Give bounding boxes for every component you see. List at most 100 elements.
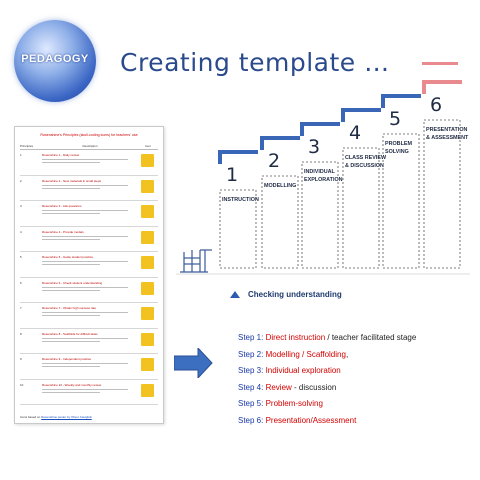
- text-line: [42, 184, 129, 186]
- step-main: Individual exploration: [265, 366, 341, 376]
- stair-label: MODELLING: [264, 183, 296, 189]
- text-line: [42, 238, 100, 240]
- text-line: [42, 159, 129, 161]
- document-footer: Icons based on Rosenshine poster by Oliv…: [20, 415, 92, 419]
- row-title: Rosenshine 2 - New materials in small st…: [42, 178, 102, 183]
- stair-tread: [422, 80, 462, 84]
- row-description: Rosenshine 1 - Daily review: [42, 150, 138, 164]
- stair-number: 2: [268, 150, 280, 172]
- text-line: [42, 213, 100, 215]
- row-number: 4: [20, 229, 22, 234]
- table-row: 3 Rosenshine 3 - Ask questions: [20, 201, 158, 227]
- row-description: Rosenshine 5 - Guide student practice: [42, 252, 138, 266]
- table-row: 5 Rosenshine 5 - Guide student practice: [20, 252, 158, 278]
- stair-riser: [300, 122, 304, 136]
- step-rest: - discussion: [291, 382, 337, 392]
- stair-tread: [260, 136, 300, 140]
- document-heading: Rosenshine's Principles (skull-coding ic…: [15, 127, 163, 137]
- text-line: [42, 388, 129, 390]
- steps-list: Step 1: Direct instruction / teacher fac…: [238, 330, 416, 430]
- row-number: 3: [20, 204, 22, 208]
- document-heading-main: Rosenshine's Principles (skull-coding ic…: [40, 133, 111, 137]
- step-rest: ,: [345, 349, 349, 359]
- stair-tread: [381, 94, 421, 98]
- principle-icon: [141, 383, 154, 397]
- row-number: 9: [20, 357, 22, 361]
- row-title: Rosenshine 3 - Ask questions: [42, 204, 82, 208]
- step-item: Step 4: Review - discussion: [238, 380, 416, 397]
- row-description: Rosenshine 7 - Obtain high success rate: [42, 303, 138, 317]
- text-line: [42, 363, 129, 365]
- row-title: Rosenshine 8 - Scaffolds for difficult t…: [42, 331, 98, 336]
- text-line: [42, 337, 129, 339]
- document-footer-prefix: Icons based on: [20, 415, 41, 419]
- stair-number: 6: [430, 94, 442, 116]
- row-number: 6: [20, 280, 22, 285]
- stair-box: [261, 175, 299, 269]
- document-heading-note: for teachers' use: [111, 133, 138, 137]
- stair-label: SOLVING: [385, 149, 409, 155]
- principle-icon: [141, 230, 154, 244]
- pedagogy-logo: PEDAGOGY: [14, 20, 96, 102]
- step-item: Step 2: Modelling / Scaffolding,: [238, 347, 416, 364]
- stair-box: [219, 189, 257, 269]
- table-row: 4 Rosenshine 4 - Provide models: [20, 227, 158, 252]
- stair-riser: [422, 80, 426, 94]
- text-line: [42, 340, 100, 342]
- scaffold-icon: [180, 249, 212, 273]
- stair-box: [382, 133, 420, 269]
- stair-label: & ASSESSMENT: [426, 135, 469, 141]
- stair-tread-top: [422, 62, 458, 65]
- document-footer-link[interactable]: Rosenshine poster by Oliver Caviglioli: [41, 415, 92, 419]
- checking-understanding: Checking understanding: [230, 290, 342, 299]
- row-number: 2: [20, 178, 22, 183]
- row-title: Rosenshine 5 - Guide student practice: [42, 255, 94, 259]
- stair-label: PRESENTATION: [426, 127, 468, 133]
- stair-number: 5: [389, 108, 401, 130]
- logo-text: PEDAGOGY: [21, 53, 89, 65]
- stair-number: 3: [308, 136, 320, 158]
- column-principles: Principles: [20, 144, 34, 148]
- stair-number: 1: [226, 164, 238, 186]
- row-title: Rosenshine 4 - Provide models: [42, 229, 84, 234]
- row-number: 5: [20, 255, 22, 259]
- stair-box: [423, 119, 461, 269]
- row-description: Rosenshine 4 - Provide models: [42, 227, 138, 240]
- step-main: Direct instruction: [265, 333, 326, 342]
- right-arrow-icon: [174, 348, 213, 378]
- stair-label: & DISCUSSION: [345, 163, 384, 169]
- principle-icon: [141, 205, 154, 218]
- triangle-icon: [230, 291, 240, 298]
- text-line: [42, 187, 100, 189]
- step-item: Step 5: Problem-solving: [238, 396, 416, 413]
- text-line: [42, 261, 129, 263]
- step-label: Step 2:: [238, 349, 266, 359]
- document-table-header: Principles Description Icon: [20, 143, 158, 150]
- stair-number: 4: [349, 122, 361, 144]
- text-line: [42, 264, 100, 266]
- stair-tread: [218, 150, 258, 154]
- stair-box: [342, 147, 380, 269]
- text-line: [42, 286, 129, 288]
- stair-label: INDIVIDUAL: [304, 169, 336, 175]
- row-title: Rosenshine 10 - Weekly and monthly revie…: [42, 382, 102, 387]
- stair-label: PROBLEM: [385, 141, 412, 147]
- table-row: 2 Rosenshine 2 - New materials in small s…: [20, 176, 158, 201]
- step-item: Step 1: Direct instruction / teacher fac…: [238, 330, 416, 347]
- step-main: Presentation/Assessment: [265, 415, 357, 425]
- step-label: Step 3:: [238, 366, 266, 376]
- row-number: 8: [20, 331, 22, 336]
- principle-icon: [141, 179, 154, 193]
- step-item: Step 6: Presentation/Assessment: [238, 413, 416, 430]
- stair-box: [301, 161, 339, 269]
- principle-icon: [141, 281, 154, 295]
- row-description: Rosenshine 8 - Scaffolds for difficult t…: [42, 329, 138, 342]
- row-number: 10: [20, 382, 24, 387]
- row-number: 7: [20, 306, 22, 310]
- row-description: Rosenshine 9 - Independent practice: [42, 354, 138, 368]
- stair-tread: [300, 122, 340, 126]
